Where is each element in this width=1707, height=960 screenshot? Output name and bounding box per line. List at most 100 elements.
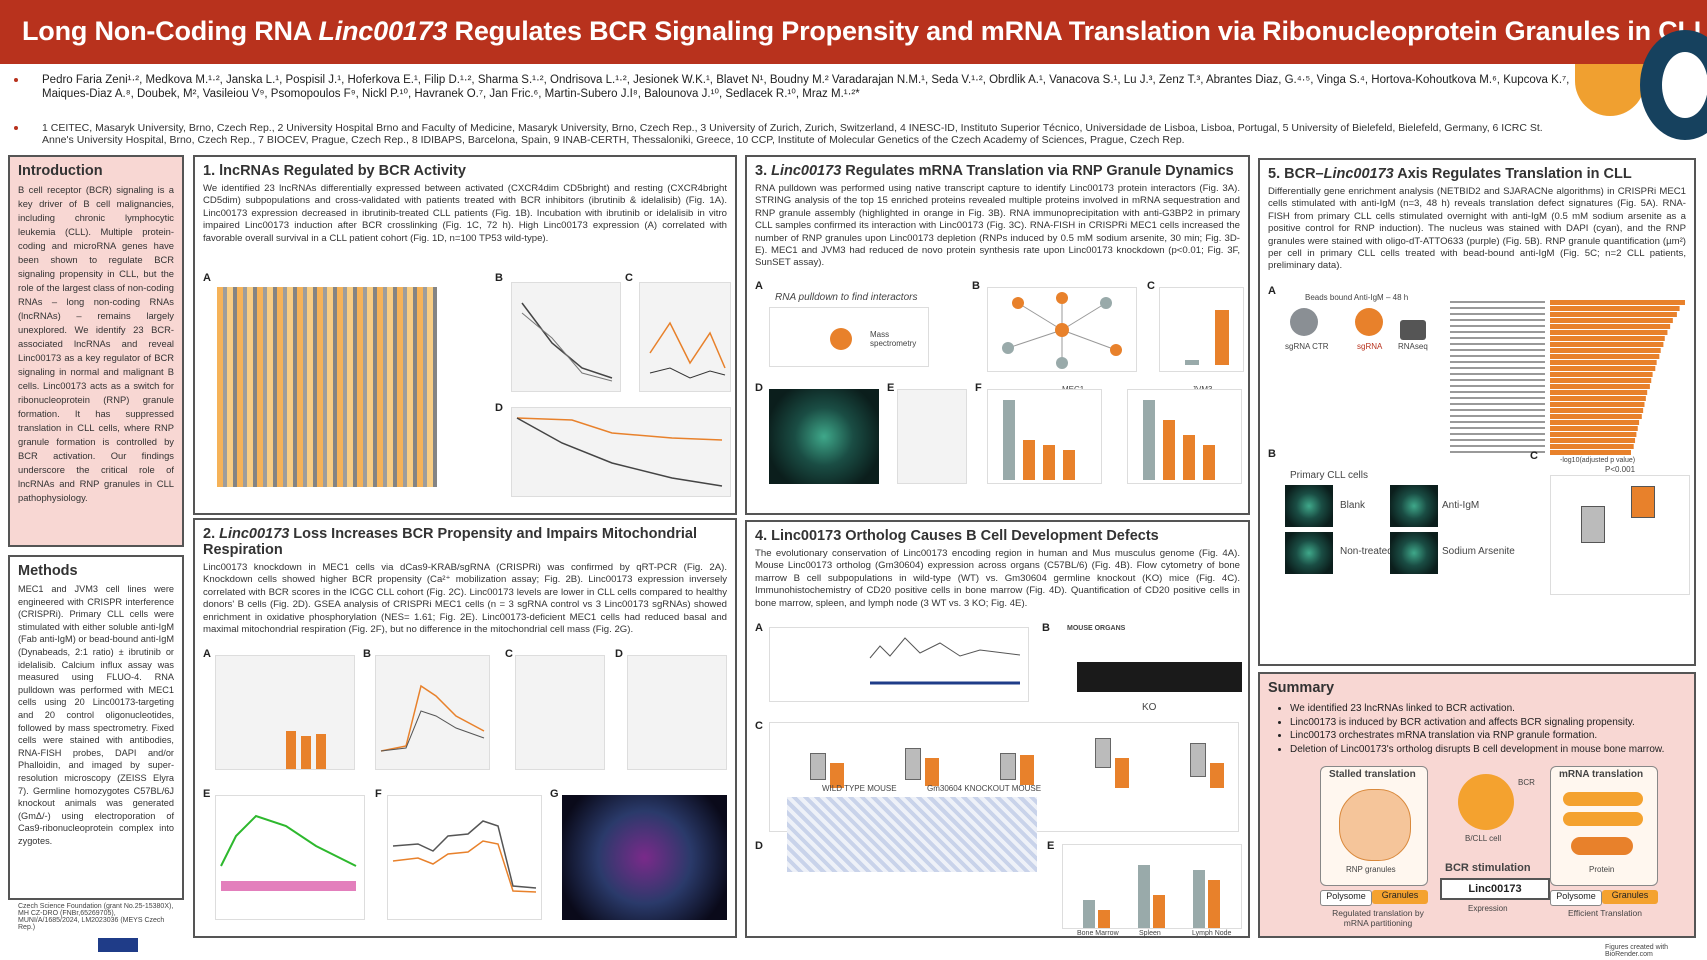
figure-2b-calcium xyxy=(375,655,490,770)
stalled-translation-box: Stalled translation RNP granules xyxy=(1320,766,1428,886)
linc00173-expression-arrow: Linc00173 xyxy=(1440,878,1550,900)
granules-label: Granules xyxy=(1602,890,1658,904)
figure-5c-boxplot xyxy=(1550,475,1690,595)
figure-3d-microscopy xyxy=(769,389,879,484)
pathway-label xyxy=(1450,313,1545,315)
pathway-label xyxy=(1450,307,1545,309)
section-4-title: 4. Linc00173 Ortholog Causes B Cell Deve… xyxy=(755,528,1159,544)
polysome-label: Polysome xyxy=(1320,890,1372,906)
institution-logo xyxy=(1575,64,1645,116)
figure-3b-string-network xyxy=(987,287,1137,372)
pathway-label xyxy=(1450,367,1545,369)
pathway-label xyxy=(1450,433,1545,435)
pathway-bar xyxy=(1550,354,1660,359)
figure-1b-lineplot xyxy=(511,282,621,392)
figure-5a-pathway-barplot xyxy=(1450,300,1685,455)
figure-5b-arsenite xyxy=(1390,532,1438,574)
affiliations: 1 CEITEC, Masaryk University, Brno, Czec… xyxy=(42,122,1543,146)
author-list: Pedro Faria Zeni¹·², Medkova M.¹·², Jans… xyxy=(42,74,1570,100)
methods-title: Methods xyxy=(18,563,78,579)
pathway-label xyxy=(1450,451,1545,453)
pathway-label xyxy=(1450,319,1545,321)
pathway-bar xyxy=(1550,378,1652,383)
section-1-title: 1. lncRNAs Regulated by BCR Activity xyxy=(203,163,466,179)
section-1-panel: 1. lncRNAs Regulated by BCR Activity We … xyxy=(193,155,737,515)
section-1-text: We identified 23 lncRNAs differentially … xyxy=(203,183,727,244)
pathway-bar xyxy=(1550,396,1646,401)
pathway-label xyxy=(1450,415,1545,417)
methods-text: MEC1 and JVM3 cell lines were engineered… xyxy=(18,584,174,846)
pathway-bar xyxy=(1550,450,1631,455)
pathway-bar xyxy=(1550,342,1664,347)
figure-4b-gel xyxy=(1077,662,1242,692)
grant-text: Czech Science Foundation (grant No.25-15… xyxy=(18,903,174,931)
bullet-icon xyxy=(14,78,18,82)
pathway-label xyxy=(1450,439,1545,441)
section-4-panel: 4. Linc00173 Ortholog Causes B Cell Deve… xyxy=(745,520,1250,938)
pathway-label xyxy=(1450,391,1545,393)
figure-3f-jvm3 xyxy=(1127,389,1242,484)
summary-title: Summary xyxy=(1268,680,1335,696)
mrna-translation-box: mRNA translation Protein xyxy=(1550,766,1658,886)
pathway-label xyxy=(1450,343,1545,345)
section-3-panel: 3. Linc00173 Regulates mRNA Translation … xyxy=(745,155,1250,515)
institution-logo-ring xyxy=(1640,30,1707,140)
pathway-bar xyxy=(1550,390,1648,395)
mec1-sgrna-cell-icon xyxy=(1355,308,1383,336)
pathway-label xyxy=(1450,331,1545,333)
b-cll-cell-icon xyxy=(1458,774,1514,830)
pathway-label xyxy=(1450,421,1545,423)
pathway-label xyxy=(1450,379,1545,381)
pathway-bar xyxy=(1550,324,1671,329)
bullet-icon xyxy=(14,126,18,130)
summary-item: We identified 23 lncRNAs linked to BCR a… xyxy=(1290,702,1686,716)
pathway-bar xyxy=(1550,336,1665,341)
section-2-title: 2. Linc00173 Loss Increases BCR Propensi… xyxy=(203,526,697,558)
summary-item: Deletion of Linc00173's ortholog disrupt… xyxy=(1290,743,1686,757)
eu-flag-logo xyxy=(98,938,138,952)
credit-text: Figures created with BioRender.com xyxy=(1605,944,1669,958)
figure-2f-respiration xyxy=(387,795,542,920)
section-2-panel: 2. Linc00173 Loss Increases BCR Propensi… xyxy=(193,518,737,938)
section-5-title: 5. BCR–Linc00173 Axis Regulates Translat… xyxy=(1268,166,1632,182)
section-5-panel: 5. BCR–Linc00173 Axis Regulates Translat… xyxy=(1258,158,1696,666)
figure-4d-ihc xyxy=(787,797,1037,872)
pathway-label xyxy=(1450,361,1545,363)
pathway-bar xyxy=(1550,426,1638,431)
granules-label: Granules xyxy=(1372,890,1428,904)
poster-title: Long Non-Coding RNA Linc00173 Regulates … xyxy=(22,16,1707,46)
pathway-bar xyxy=(1550,366,1656,371)
pathway-bar xyxy=(1550,372,1653,377)
mec1-cell-icon xyxy=(1290,308,1318,336)
summary-item: Linc00173 orchestrates mRNA translation … xyxy=(1290,729,1686,743)
figure-3e xyxy=(897,389,967,484)
pathway-label xyxy=(1450,409,1545,411)
pathway-bar xyxy=(1550,312,1677,317)
figure-3a-caption: RNA pulldown to find interactors xyxy=(775,292,918,303)
figure-4e-quantification xyxy=(1062,844,1242,929)
pathway-bar xyxy=(1550,414,1642,419)
figure-2e-gsea xyxy=(215,795,365,920)
figure-4a-conservation xyxy=(769,627,1029,702)
introduction-text: B cell receptor (BCR) signaling is a key… xyxy=(18,184,174,503)
figure-5b-blank xyxy=(1285,485,1333,527)
pathway-bar xyxy=(1550,402,1645,407)
figure-3f-mec1 xyxy=(987,389,1102,484)
pathway-bar xyxy=(1550,348,1661,353)
section-3-text: RNA pulldown was performed using native … xyxy=(755,183,1240,269)
figure-3c xyxy=(1159,287,1244,372)
pathway-label xyxy=(1450,337,1545,339)
pathway-bar xyxy=(1550,300,1685,305)
pathway-bar xyxy=(1550,432,1637,437)
pathway-label xyxy=(1450,397,1545,399)
summary-list: We identified 23 lncRNAs linked to BCR a… xyxy=(1260,698,1694,756)
summary-item: Linc00173 is induced by BCR activation a… xyxy=(1290,716,1686,730)
rnp-granule-icon xyxy=(1339,789,1411,861)
figure-1d-survival xyxy=(511,407,731,497)
lncrna-heatmap xyxy=(217,287,437,487)
pathway-bar xyxy=(1550,306,1680,311)
figure-2a xyxy=(215,655,355,770)
pathway-bar xyxy=(1550,360,1657,365)
pathway-bar xyxy=(1550,438,1636,443)
pathway-label xyxy=(1450,349,1545,351)
